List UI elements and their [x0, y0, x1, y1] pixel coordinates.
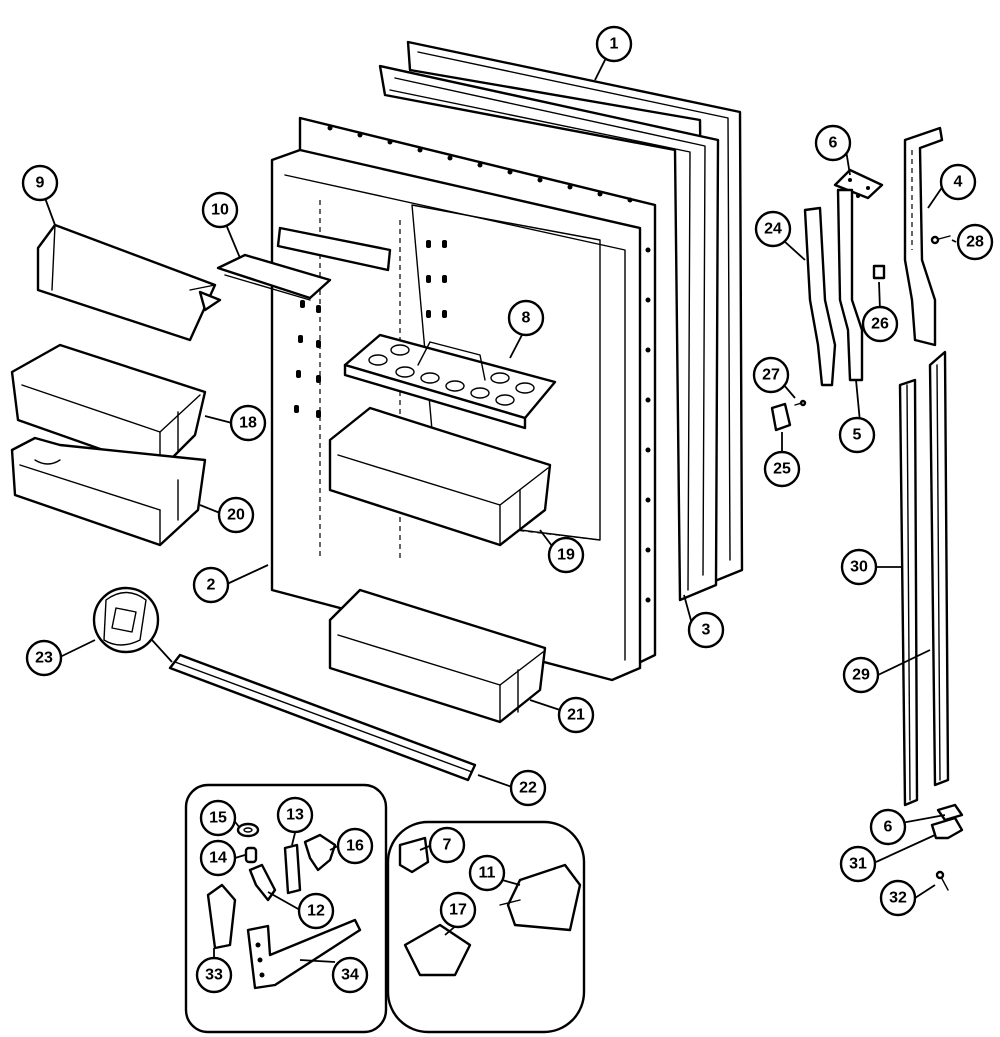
handle-spacer-block	[872, 264, 886, 280]
callout-15: 15	[199, 799, 237, 837]
svg-text:1: 1	[610, 36, 619, 53]
callout-9: 9	[21, 164, 59, 202]
callout-3: 3	[687, 611, 725, 649]
callout-10: 10	[201, 191, 239, 229]
svg-text:3: 3	[702, 622, 711, 639]
callout-25: 25	[763, 450, 801, 488]
upper-handle-mount	[833, 168, 884, 382]
callout-24: 24	[754, 210, 792, 248]
callout-28: 28	[956, 223, 994, 261]
callout-17: 17	[439, 891, 477, 929]
svg-text:11: 11	[479, 865, 496, 882]
callout-33: 33	[195, 956, 233, 994]
svg-text:31: 31	[849, 856, 867, 873]
svg-text:33: 33	[205, 967, 223, 984]
callout-27: 27	[752, 356, 790, 394]
svg-text:28: 28	[966, 234, 984, 251]
svg-text:10: 10	[211, 202, 229, 219]
bottom-door-bin	[328, 588, 547, 724]
middle-door-bin	[328, 406, 552, 547]
callout-26: 26	[861, 305, 899, 343]
callout-22: 22	[509, 769, 547, 807]
callout-6-lower: 6	[869, 808, 907, 846]
trim-clip-detail	[92, 586, 173, 663]
svg-text:34: 34	[341, 967, 359, 984]
svg-text:27: 27	[762, 367, 780, 384]
callout-13: 13	[276, 796, 314, 834]
butter-door	[216, 253, 332, 301]
leader-lines	[44, 57, 957, 963]
svg-text:6: 6	[829, 135, 838, 152]
svg-text:26: 26	[871, 316, 889, 333]
svg-text:5: 5	[853, 427, 862, 444]
svg-text:24: 24	[764, 221, 782, 238]
callout-7: 7	[428, 826, 466, 864]
callout-29: 29	[842, 656, 880, 694]
handle-strip	[803, 206, 837, 387]
svg-text:19: 19	[557, 547, 575, 564]
callout-16: 16	[336, 827, 374, 865]
callout-12: 12	[297, 892, 335, 930]
svg-text:22: 22	[519, 780, 537, 797]
lower-hinge-parts	[930, 803, 964, 891]
svg-text:25: 25	[773, 461, 791, 478]
upper-door-bin	[10, 343, 207, 472]
svg-text:23: 23	[35, 650, 53, 667]
callout-34: 34	[331, 956, 369, 994]
callout-2: 2	[192, 566, 230, 604]
door-side-trim	[898, 350, 950, 807]
svg-text:2: 2	[207, 577, 216, 594]
egg-tray	[343, 333, 557, 430]
svg-text:9: 9	[36, 175, 45, 192]
hinge-bracket	[903, 126, 944, 347]
svg-text:15: 15	[209, 810, 227, 827]
callout-11: 11	[468, 854, 506, 892]
callout-23: 23	[25, 639, 63, 677]
callout-21: 21	[557, 696, 595, 734]
callout-5: 5	[838, 416, 876, 454]
svg-text:29: 29	[852, 667, 870, 684]
svg-text:17: 17	[449, 902, 467, 919]
callout-19: 19	[547, 536, 585, 574]
dairy-compartment-door	[36, 223, 222, 342]
door-stop-parts-inset	[386, 820, 586, 1034]
svg-text:32: 32	[889, 890, 907, 907]
callout-31: 31	[839, 845, 877, 883]
svg-text:16: 16	[346, 838, 364, 855]
handle-screw	[794, 399, 807, 407]
callout-6-upper: 6	[814, 124, 852, 162]
callout-14: 14	[199, 839, 237, 877]
callout-30: 30	[840, 548, 878, 586]
callout-1: 1	[595, 25, 633, 63]
svg-text:7: 7	[443, 837, 452, 854]
svg-text:12: 12	[307, 903, 325, 920]
svg-text:21: 21	[567, 707, 585, 724]
svg-text:4: 4	[954, 174, 963, 191]
callout-4: 4	[939, 163, 977, 201]
svg-text:13: 13	[286, 807, 304, 824]
hinge-screw	[930, 235, 951, 245]
handle-end-cap	[770, 402, 792, 432]
lower-door-bin	[10, 436, 207, 547]
svg-text:20: 20	[227, 507, 245, 524]
callout-18: 18	[229, 404, 267, 442]
callout-20: 20	[217, 496, 255, 534]
svg-text:6: 6	[884, 819, 893, 836]
svg-text:14: 14	[209, 850, 227, 867]
svg-text:8: 8	[522, 310, 531, 327]
callout-32: 32	[879, 879, 917, 917]
bottom-trim-strip	[168, 653, 477, 782]
callout-8: 8	[507, 299, 545, 337]
svg-text:18: 18	[239, 415, 257, 432]
svg-text:30: 30	[850, 559, 868, 576]
door-gasket	[378, 64, 720, 602]
